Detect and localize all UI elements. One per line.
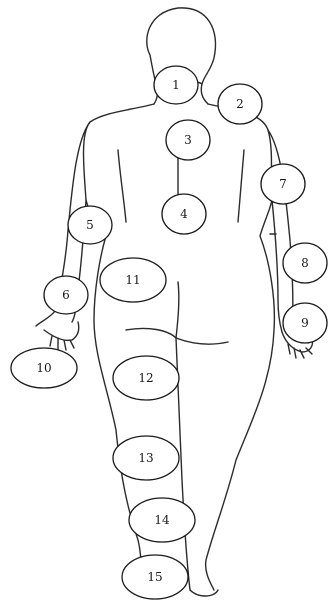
marker-label: 9 <box>301 316 309 330</box>
marker-9: 9 <box>283 303 327 343</box>
marker-3: 3 <box>166 120 210 160</box>
marker-7: 7 <box>261 164 305 204</box>
marker-label: 3 <box>184 133 192 147</box>
marker-label: 15 <box>147 570 162 584</box>
marker-10: 10 <box>11 348 77 388</box>
marker-label: 4 <box>180 207 188 221</box>
marker-label: 2 <box>236 97 244 111</box>
marker-label: 8 <box>301 256 309 270</box>
marker-label: 13 <box>138 451 153 465</box>
left-hand-outline <box>44 322 79 350</box>
marker-label: 6 <box>62 288 70 302</box>
marker-12: 12 <box>113 356 179 400</box>
marker-label: 14 <box>154 513 170 527</box>
marker-label: 5 <box>86 218 94 232</box>
marker-6: 6 <box>44 276 88 314</box>
marker-label: 12 <box>138 371 153 385</box>
marker-5: 5 <box>68 206 112 244</box>
marker-label: 11 <box>125 273 140 287</box>
marker-11: 11 <box>100 258 166 302</box>
marker-4: 4 <box>162 194 206 234</box>
marker-label: 7 <box>279 177 287 191</box>
marker-13: 13 <box>113 436 179 480</box>
marker-1: 1 <box>154 66 198 104</box>
marker-15: 15 <box>122 555 188 599</box>
marker-2: 2 <box>218 84 262 124</box>
marker-label: 1 <box>172 78 180 92</box>
marker-label: 10 <box>36 361 51 375</box>
marker-8: 8 <box>283 243 327 283</box>
marker-14: 14 <box>129 498 195 542</box>
